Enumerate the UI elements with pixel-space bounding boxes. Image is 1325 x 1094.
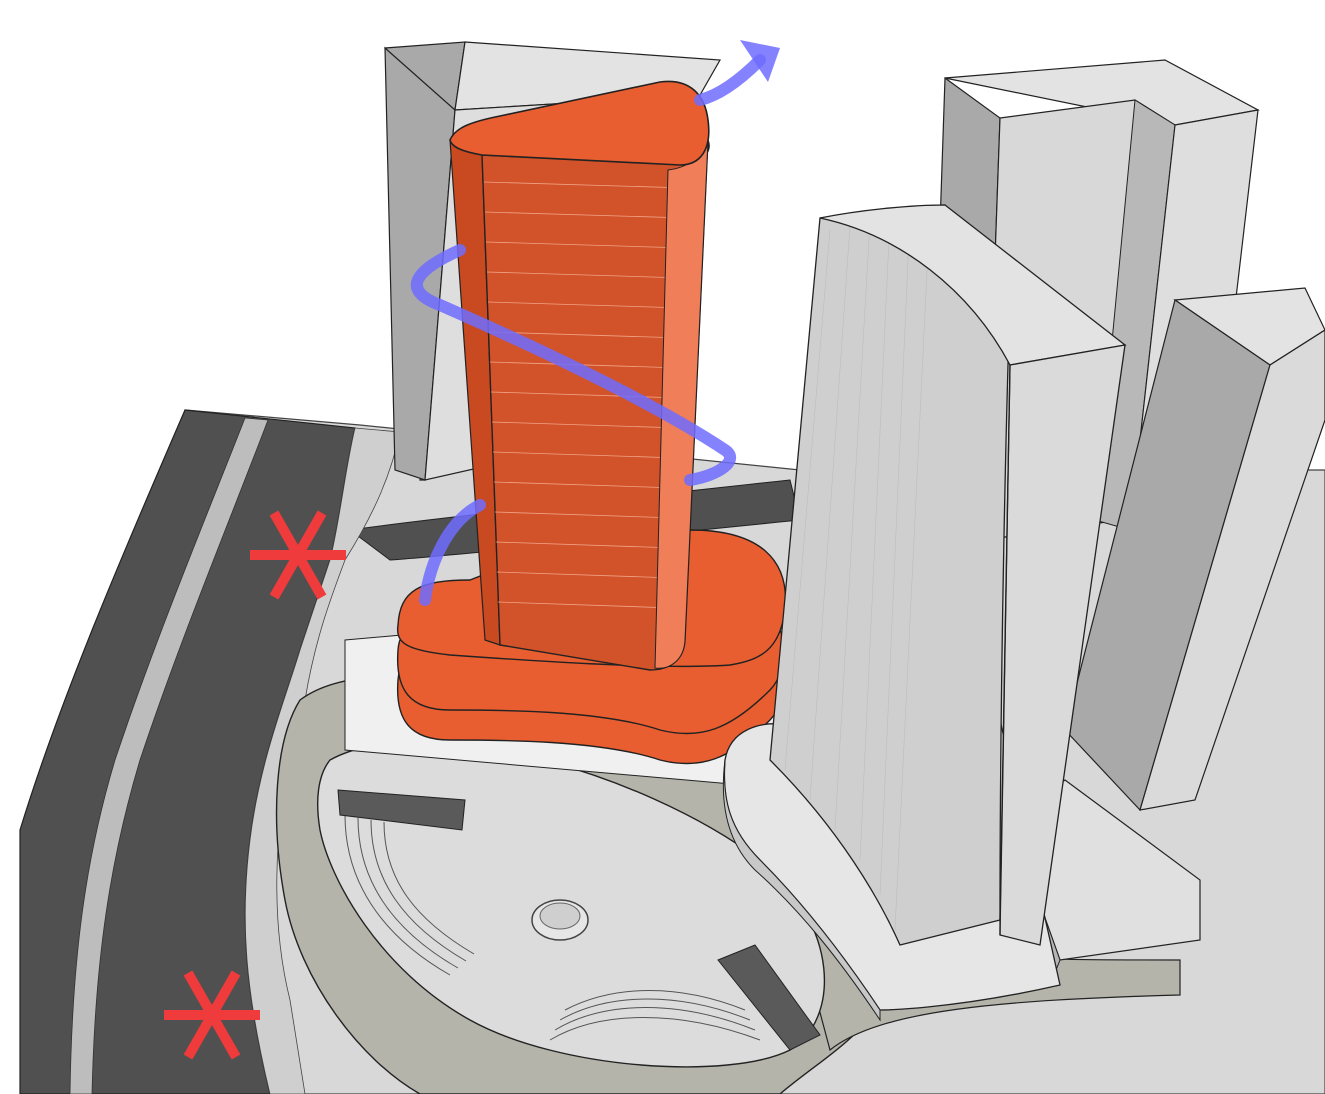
fountain-inner [540, 903, 580, 929]
